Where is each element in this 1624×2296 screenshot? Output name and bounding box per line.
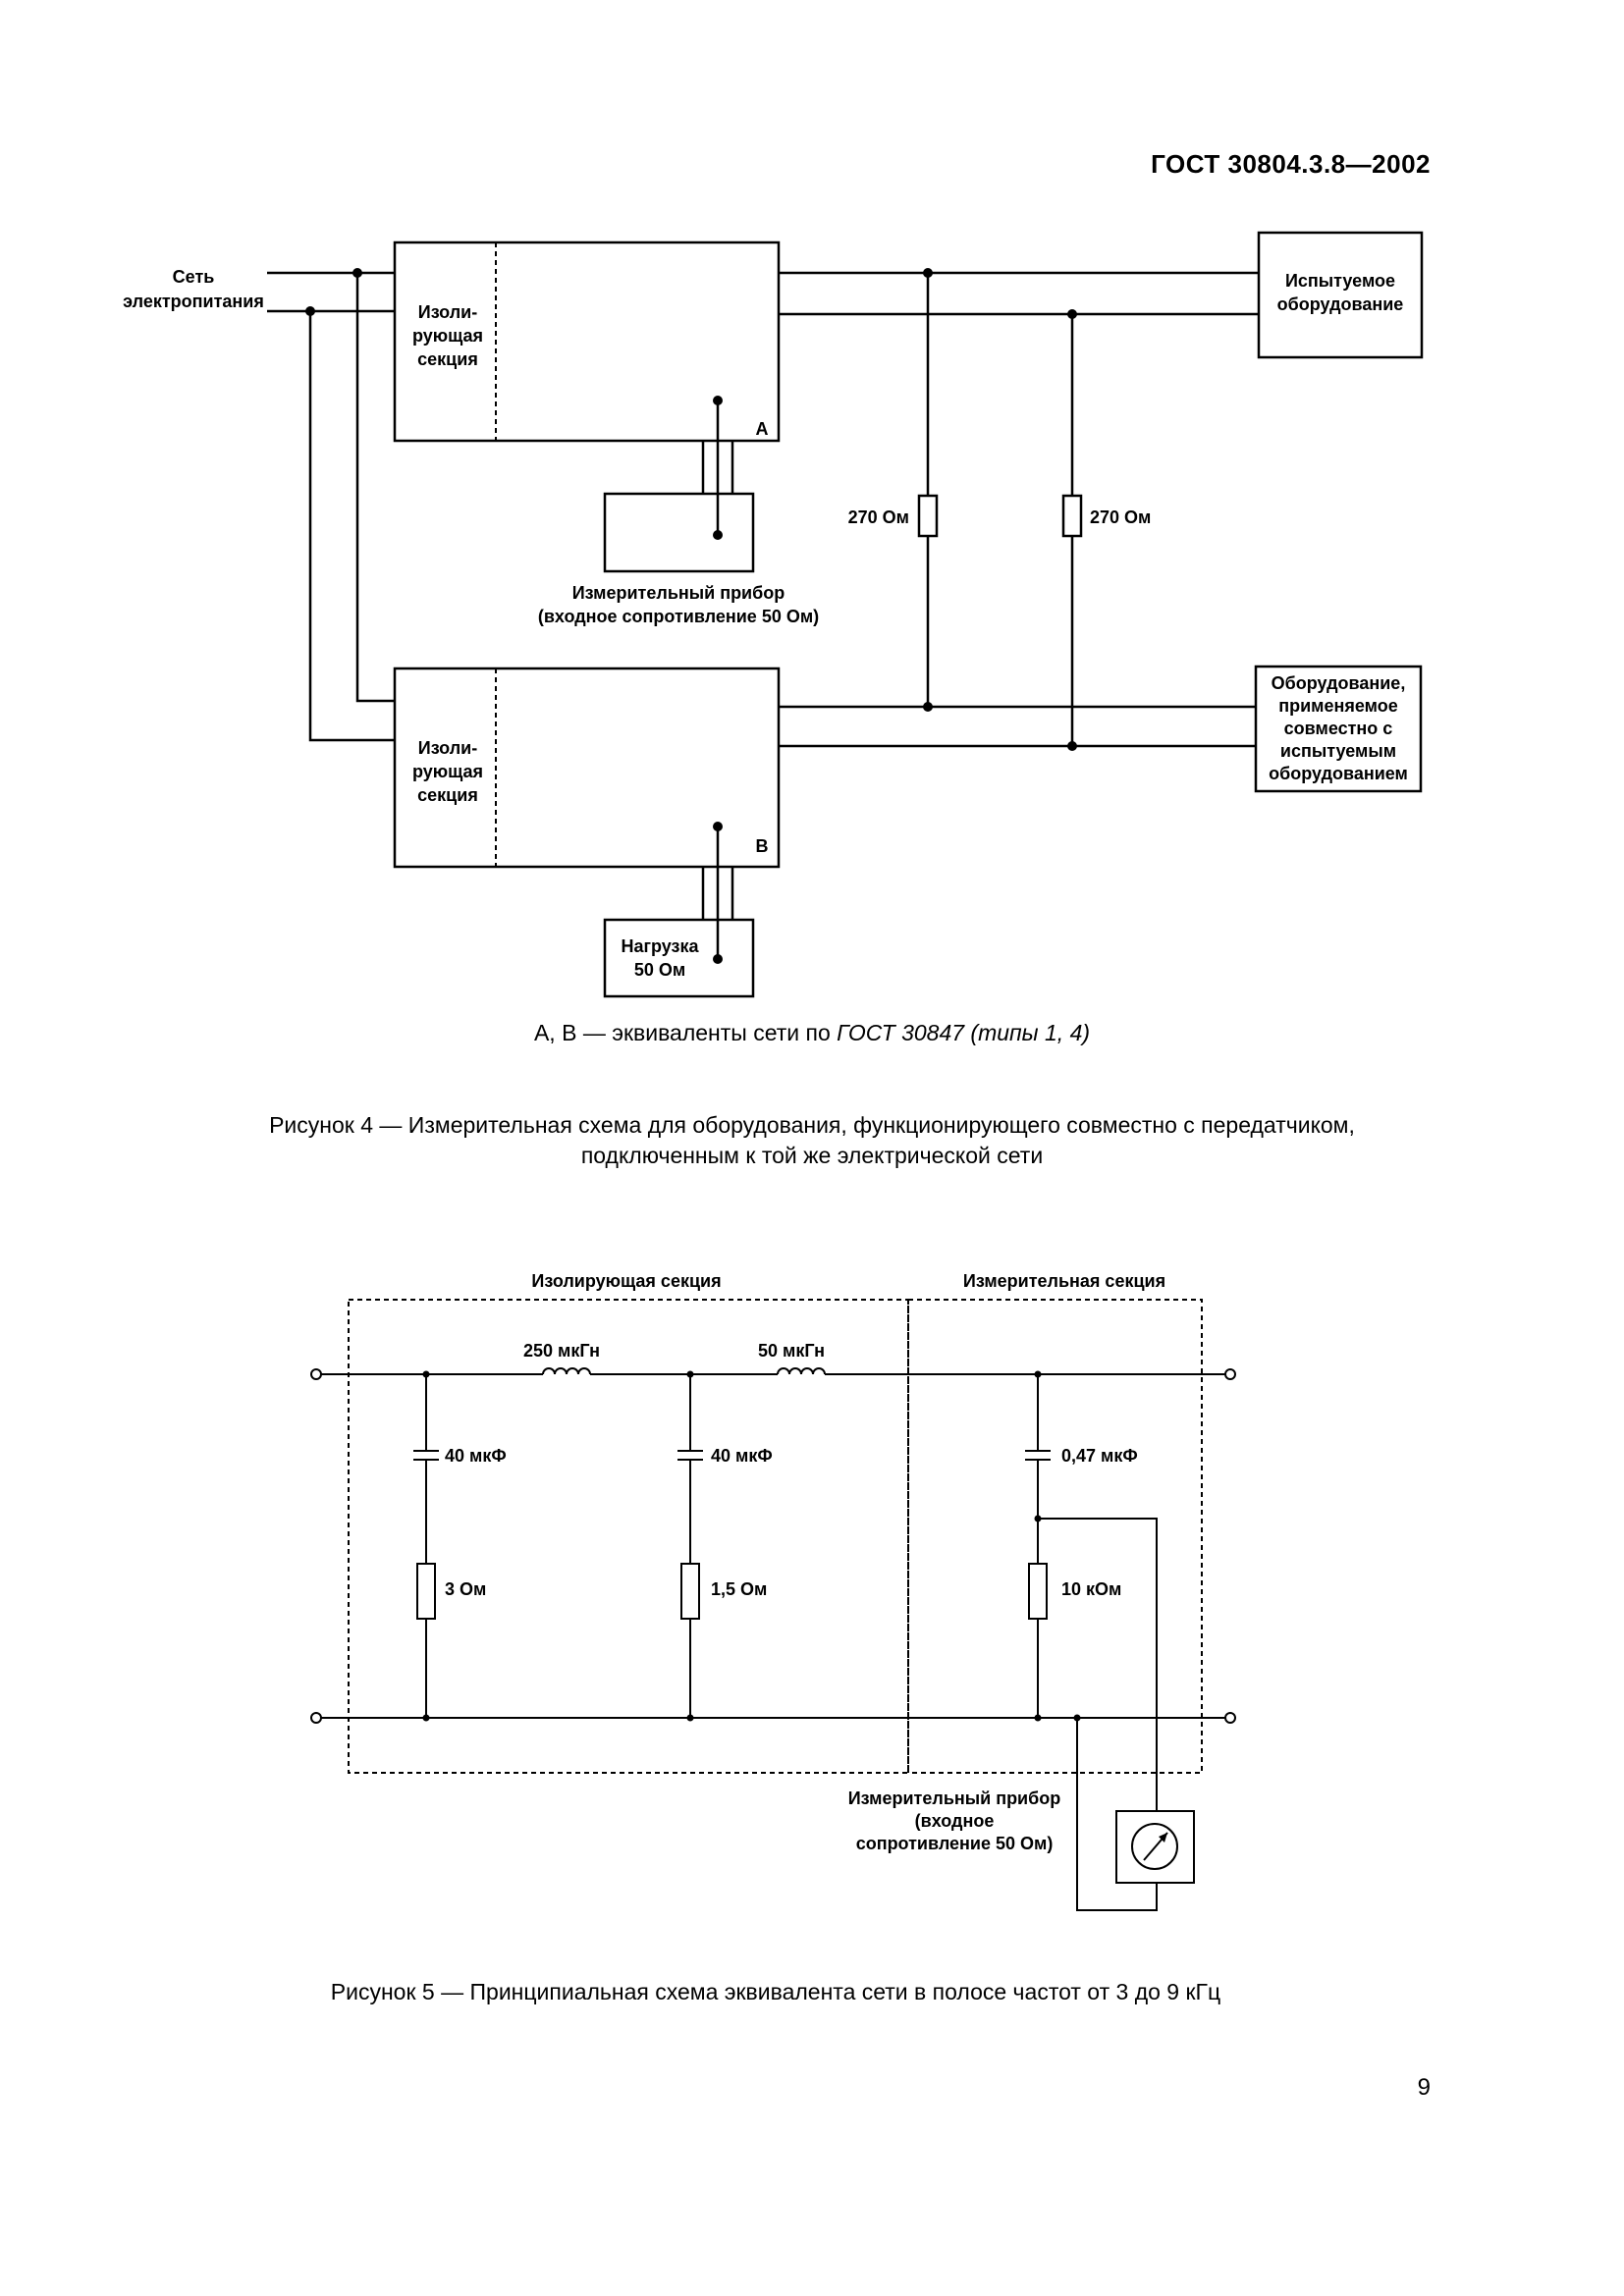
label-a: A — [756, 419, 769, 439]
caption-4-line2: подключенным к той же электрической сети — [580, 1143, 1044, 1168]
load-box — [603, 918, 755, 998]
meter-fig5-line1: Измерительный прибор — [848, 1789, 1061, 1808]
meter-fig5-line3: сопротивление 50 Ом) — [856, 1834, 1054, 1853]
network-equivalent-b — [393, 667, 781, 869]
terminal-out-top — [1224, 1368, 1236, 1380]
isolating-section-frame — [348, 1299, 909, 1774]
inductor-250 — [542, 1367, 591, 1375]
aux-equipment-box — [1254, 665, 1423, 793]
cap-1-label: 40 мкФ — [445, 1446, 507, 1466]
iso-a-line3: секция — [417, 349, 478, 369]
iso-b-line1: Изоли- — [418, 738, 477, 758]
mains-label-line1: Сеть — [173, 267, 215, 287]
resistor-270-right — [1061, 494, 1083, 538]
iso-b-line3: секция — [417, 785, 478, 805]
ind-2-label: 50 мкГн — [758, 1341, 825, 1361]
iso-b-line2: рующая — [412, 762, 483, 781]
terminal-out-bottom — [1224, 1712, 1236, 1724]
load-line2: 50 Ом — [634, 960, 685, 980]
ind-1-label: 250 мкГн — [523, 1341, 600, 1361]
terminal-in-top — [310, 1368, 322, 1380]
aux-line5: оборудованием — [1269, 764, 1408, 783]
figure-5-diagram: Изолирующая секция Измерительная секция … — [310, 1271, 1236, 1911]
res-2-label: 1,5 Ом — [711, 1579, 767, 1599]
meter-box-fig5 — [1115, 1810, 1195, 1884]
inductor-50 — [777, 1367, 826, 1375]
aux-line1: Оборудование, — [1272, 673, 1406, 693]
eut-line1: Испытуемое — [1285, 271, 1395, 291]
section-iso-label: Изолирующая секция — [531, 1271, 721, 1291]
iso-a-line1: Изоли- — [418, 302, 477, 322]
resistor-1-5 — [680, 1563, 700, 1620]
figure-4-note: А, В — эквиваленты сети по ГОСТ 30847 (т… — [0, 1018, 1624, 1048]
cap-2-label: 40 мкФ — [711, 1446, 773, 1466]
aux-line2: применяемое — [1278, 696, 1398, 716]
figure-4-caption: Рисунок 4 — Измерительная схема для обор… — [0, 1110, 1624, 1171]
meter-fig4-line1: Измерительный прибор — [572, 583, 785, 603]
res-right-label: 270 Ом — [1090, 507, 1151, 527]
aux-line3: совместно с — [1284, 719, 1393, 738]
network-equivalent-a — [393, 240, 781, 443]
meter-fig4-line2: (входное сопротивление 50 Ом) — [538, 607, 819, 626]
label-b: B — [756, 836, 769, 856]
resistor-3 — [416, 1563, 436, 1620]
cap-3-label: 0,47 мкФ — [1061, 1446, 1138, 1466]
mains-label-line2: электропитания — [123, 292, 264, 311]
meter-fig5-line2: (входное — [915, 1811, 995, 1831]
measuring-section-frame — [907, 1299, 1203, 1774]
resistor-10k — [1028, 1563, 1048, 1620]
res-3-label: 10 кОм — [1061, 1579, 1121, 1599]
resistor-270-left — [917, 494, 939, 538]
load-line1: Нагрузка — [621, 936, 699, 956]
figure-4-diagram: Сеть электропитания Изоли- рующая секция… — [123, 231, 1424, 998]
page-number: 9 — [1417, 2074, 1431, 2101]
eut-line2: оборудование — [1277, 294, 1404, 314]
meter-box-fig4 — [603, 492, 755, 573]
note-italic: ГОСТ 30847 (типы 1, 4) — [837, 1020, 1091, 1045]
aux-line4: испытуемым — [1280, 741, 1396, 761]
note-prefix: А, В — эквиваленты сети по — [533, 1020, 838, 1045]
section-meas-label: Измерительная секция — [963, 1271, 1165, 1291]
res-1-label: 3 Ом — [445, 1579, 486, 1599]
terminal-in-bottom — [310, 1712, 322, 1724]
meter-dial-icon — [1131, 1823, 1178, 1870]
caption-4-line1: Рисунок 4 — Измерительная схема для обор… — [269, 1112, 1355, 1138]
res-left-label: 270 Ом — [848, 507, 909, 527]
document-code: ГОСТ 30804.3.8—2002 — [1151, 149, 1431, 179]
figure-5-caption: Рисунок 5 — Принципиальная схема эквивал… — [330, 1979, 1221, 2004]
iso-a-line2: рующая — [412, 326, 483, 346]
eut-box — [1257, 231, 1424, 359]
